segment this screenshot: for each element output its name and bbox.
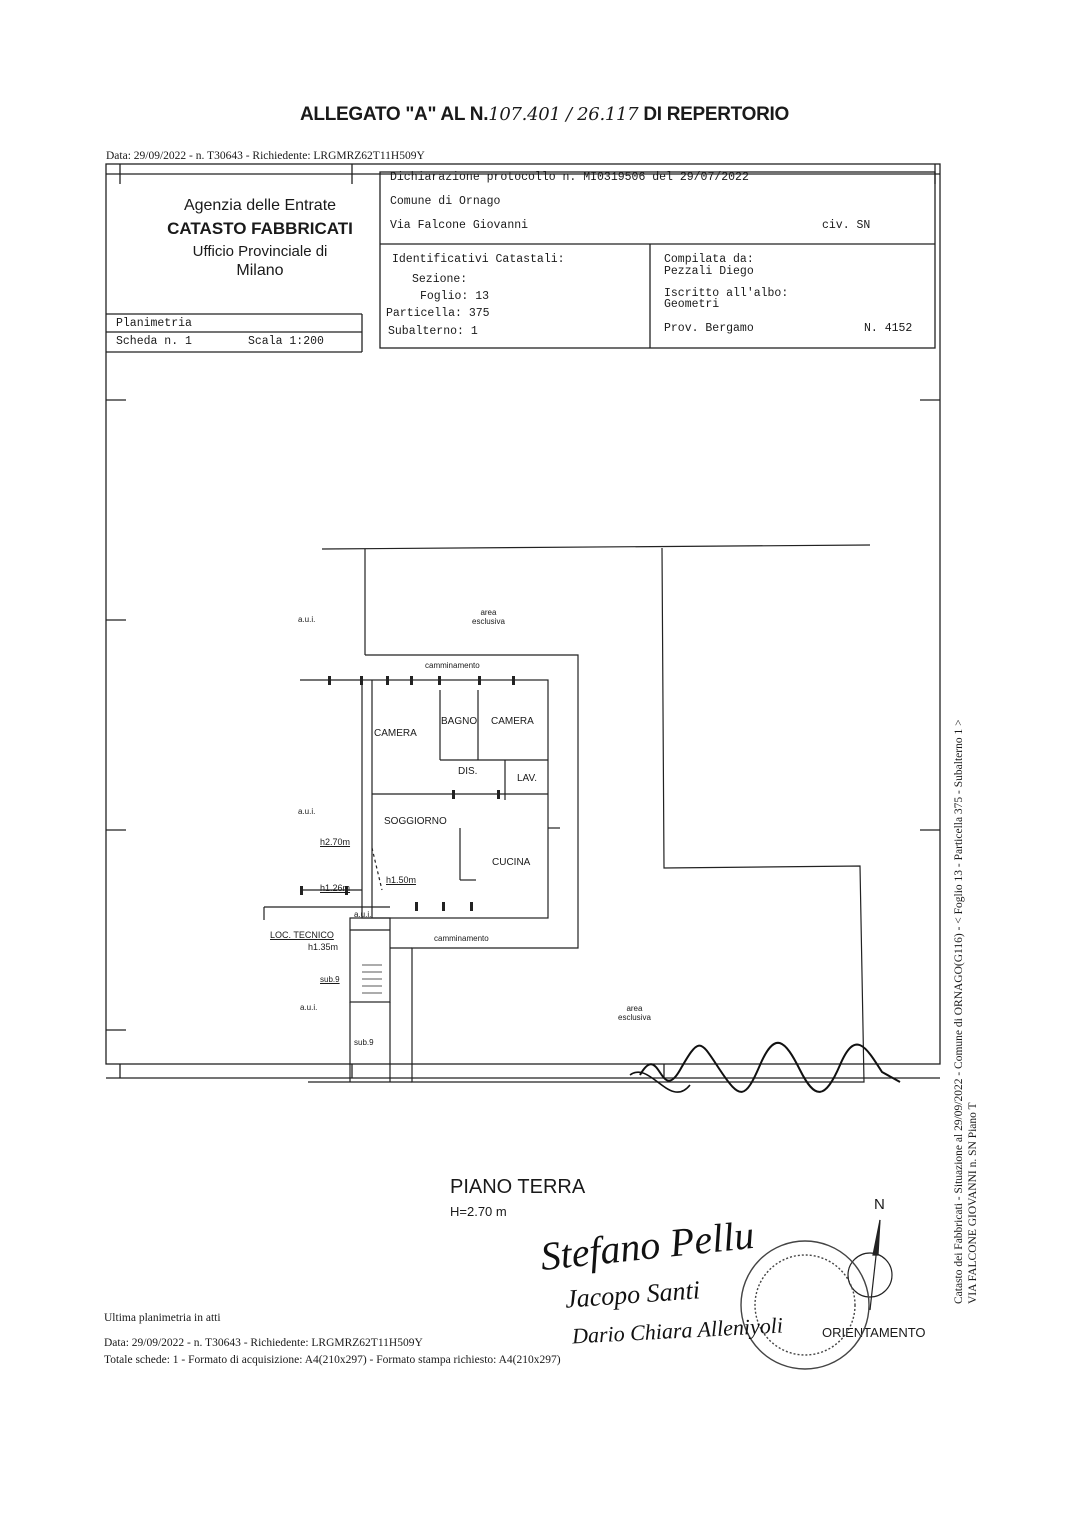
address-line: Via Falcone Giovanni	[390, 219, 529, 232]
ufficio-city: Milano	[236, 262, 284, 279]
label-dis: DIS.	[458, 766, 478, 777]
label-cucina: CUCINA	[492, 857, 531, 868]
label-lav: LAV.	[517, 773, 538, 784]
label-bagno: BAGNO	[441, 716, 478, 727]
compass-rose-icon	[847, 1219, 893, 1311]
label-camminamento-bottom: camminamento	[434, 934, 489, 943]
side-text-1: Catasto dei Fabbricati - Situazione al 2…	[953, 719, 965, 1304]
catasto-title: CATASTO FABBRICATI	[167, 219, 353, 238]
agency-name: Agenzia delle Entrate	[183, 197, 337, 214]
signature-scribble-icon	[629, 1042, 901, 1093]
scheda-label: Scheda n. 1	[116, 335, 192, 348]
footer-data: Data: 29/09/2022 - n. T30643 - Richieden…	[104, 1337, 423, 1349]
label-camminamento-top: camminamento	[425, 661, 480, 670]
notary-seal-icon	[740, 1240, 870, 1370]
scala-label: Scala 1:200	[248, 335, 324, 348]
label-camera-2: CAMERA	[491, 716, 534, 727]
prov-value: Prov. Bergamo	[664, 322, 754, 335]
side-text-2: VIA FALCONE GIOVANNI n. SN Piano T	[967, 1102, 979, 1304]
compiler-name: Pezzali Diego	[664, 265, 754, 278]
heading-prefix: ALLEGATO "A" AL N.	[300, 104, 489, 125]
label-loc-tecnico: LOC. TECNICO	[270, 930, 334, 940]
label-sub9-a: sub.9	[320, 975, 340, 984]
floor-height: H=2.70 m	[450, 1204, 507, 1219]
repertorio-number: 107.401 / 26.117	[488, 104, 639, 125]
label-h135: h1.35m	[308, 942, 339, 952]
footer-totale: Totale schede: 1 - Formato di acquisizio…	[104, 1354, 561, 1366]
document-heading: ALLEGATO "A" AL N.107.401 / 26.117 DI RE…	[300, 104, 789, 126]
label-h150: h1.50m	[386, 875, 417, 885]
planimetria-label: Planimetria	[116, 317, 192, 330]
civ-line: civ. SN	[822, 219, 871, 232]
floor-title: PIANO TERRA	[450, 1176, 586, 1198]
label-area-top: area esclusiva	[472, 608, 505, 626]
heading-suffix: DI REPERTORIO	[643, 104, 789, 125]
label-area-bottom: area esclusiva	[618, 1004, 651, 1022]
ident-foglio: Foglio: 13	[420, 290, 490, 303]
protocol-line: Dichiarazione protocollo n. MI0319506 de…	[390, 171, 749, 184]
ident-particella: Particella: 375	[386, 307, 490, 320]
albo-label: Iscritto all'albo:	[664, 287, 789, 300]
label-aui-top: a.u.i.	[298, 615, 316, 624]
num-value: N. 4152	[864, 322, 913, 335]
label-aui-small: a.u.i.	[354, 910, 372, 919]
orientation-label: ORIENTAMENTO	[822, 1325, 926, 1340]
albo-value: Geometri	[664, 298, 720, 311]
label-camera-1: CAMERA	[374, 728, 417, 739]
label-h126: h1.26m	[320, 883, 351, 893]
label-aui-bottom: a.u.i.	[300, 1003, 318, 1012]
ident-subalterno: Subalterno: 1	[388, 325, 478, 338]
comune-line: Comune di Ornago	[390, 195, 501, 208]
compiler-label: Compilata da:	[664, 253, 754, 266]
label-sub9-b: sub.9	[354, 1038, 374, 1047]
label-aui-mid: a.u.i.	[298, 807, 316, 816]
label-soggiorno: SOGGIORNO	[384, 816, 447, 827]
ident-title: Identificativi Catastali:	[392, 253, 565, 266]
ident-sezione: Sezione:	[412, 273, 468, 286]
agency-block: Agenzia delle Entrate CATASTO FABBRICATI…	[140, 197, 380, 280]
ufficio-label: Ufficio Provinciale di	[192, 243, 328, 260]
north-label: N	[874, 1196, 885, 1213]
request-meta: Data: 29/09/2022 - n. T30643 - Richieden…	[106, 150, 425, 162]
label-h270: h2.70m	[320, 837, 351, 847]
footer-ultima: Ultima planimetria in atti	[104, 1312, 221, 1324]
